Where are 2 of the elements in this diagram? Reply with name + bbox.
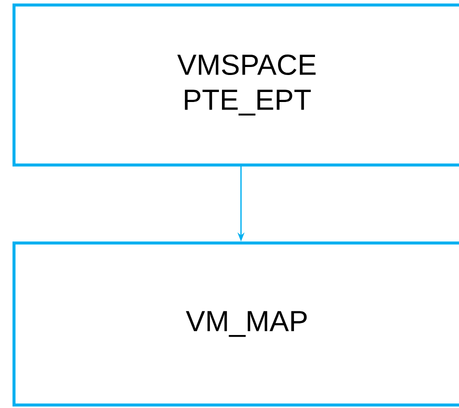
process-box: VM_MAP bbox=[12, 242, 459, 406]
process-box: VMSPACE PTE_EPT bbox=[12, 4, 459, 166]
